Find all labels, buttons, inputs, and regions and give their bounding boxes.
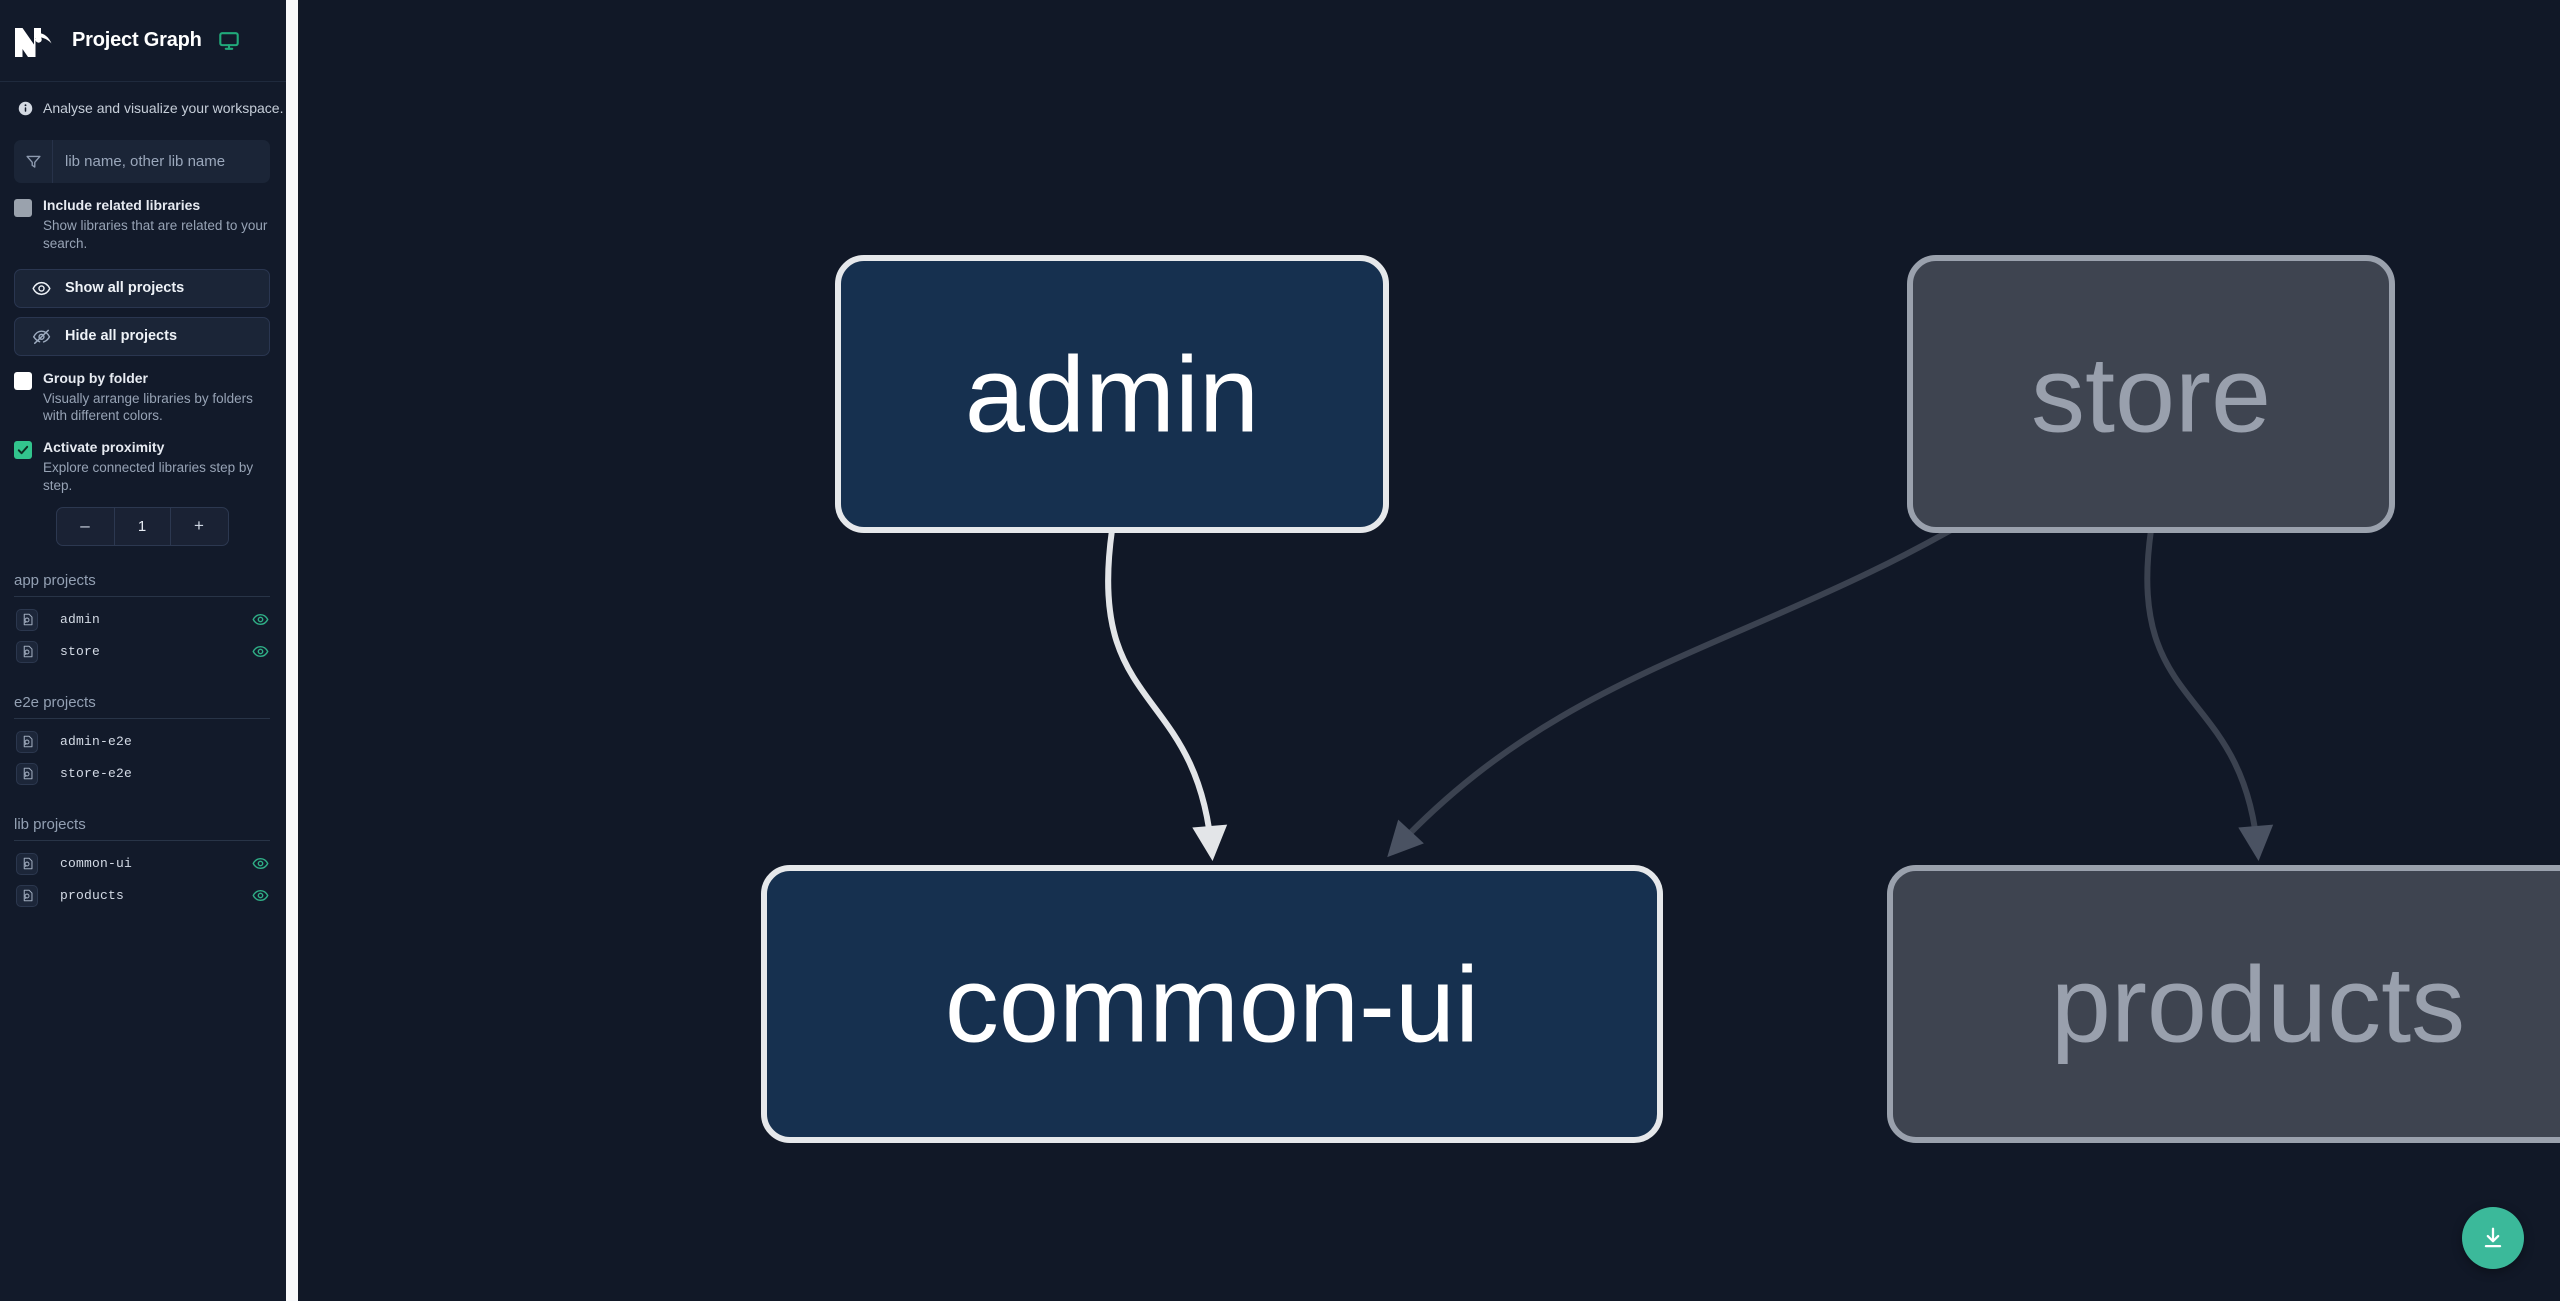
node-rect [1887,865,2560,1143]
hide-all-projects-label: Hide all projects [65,328,178,345]
project-group-app: app projects admin [0,572,286,668]
search-box[interactable] [14,140,270,183]
filter-funnel-icon [14,140,53,183]
project-row-admin-e2e[interactable]: admin-e2e [14,726,270,758]
option-activate-proximity[interactable]: Activate proximity Explore connected lib… [0,425,286,495]
project-file-icon [16,640,38,663]
project-name: products [60,888,125,904]
tagline: Analyse and visualize your workspace. [0,82,286,130]
graph-edges [1105,494,2274,861]
project-file-icon [16,762,38,785]
group-by-folder-checkbox[interactable] [14,371,32,390]
option-include-related-libraries[interactable]: Include related libraries Show libraries… [0,183,286,253]
project-row-common-ui[interactable]: common-ui [14,848,270,880]
project-name: store-e2e [60,766,133,782]
graph-node-common-ui[interactable]: common-ui [761,865,1663,1143]
project-row-store-e2e[interactable]: store-e2e [14,758,270,790]
option-title: Include related libraries [43,197,201,213]
proximity-value: 1 [113,507,171,545]
project-visibility-eye-icon[interactable] [250,887,270,904]
download-graph-button[interactable] [2462,1207,2524,1269]
node-label: products [2051,944,2465,1065]
activate-proximity-checkbox[interactable] [14,441,32,460]
project-row-admin[interactable]: admin [14,604,270,636]
graph-nodes: admin store common-ui products [761,255,2560,1143]
option-description: Visually arrange libraries by folders wi… [43,390,253,424]
project-group-lib: lib projects common-ui [0,816,286,912]
node-rect [1907,255,2395,533]
project-name: store [60,644,101,660]
project-name: common-ui [60,856,133,872]
include-related-libraries-checkbox[interactable] [14,199,32,217]
sidebar: Project Graph Analyse and visualize your… [0,0,286,1301]
option-description: Explore connected libraries step by step… [43,460,254,494]
monitor-icon[interactable] [218,30,240,52]
project-file-icon [16,852,38,875]
search-input[interactable] [53,140,270,183]
eye-off-icon [32,327,51,346]
project-visibility-eye-icon[interactable] [250,611,270,628]
graph-node-products[interactable]: products [1887,865,2560,1143]
project-group-e2e: e2e projects admin-e2e [0,694,286,790]
proximity-stepper-wrap: – 1 + [0,495,286,546]
node-label: common-ui [945,944,1479,1065]
show-all-projects-label: Show all projects [65,280,185,297]
graph-edge-store-to-products [2144,527,2274,861]
graph-node-admin[interactable]: admin [835,255,1389,533]
proximity-decrement-button[interactable]: – [57,508,114,545]
project-group-title: lib projects [14,816,270,841]
option-group-by-folder[interactable]: Group by folder Visually arrange librari… [0,356,286,426]
project-row-store[interactable]: store [14,636,270,668]
show-all-projects-button[interactable]: Show all projects [14,268,270,308]
project-file-icon [16,730,38,753]
graph-canvas[interactable]: admin store common-ui products [298,0,2560,1301]
proximity-stepper: – 1 + [55,506,229,546]
option-title: Group by folder [43,369,148,386]
node-rect [835,255,1389,533]
project-group-title: e2e projects [14,694,270,719]
option-title: Activate proximity [43,439,165,456]
visibility-buttons: Show all projects Hide all projects [0,253,286,356]
info-icon [18,101,33,116]
graph-node-store[interactable]: store [1907,255,2395,533]
project-graph-svg[interactable]: admin store common-ui products [298,0,2560,1301]
page-title: Project Graph [72,29,202,51]
sidebar-resize-handle[interactable] [286,0,298,1301]
graph-edge-store-to-common-ui [1387,494,2010,858]
eye-icon [32,279,51,298]
graph-edge-admin-to-common-ui [1105,527,1228,861]
option-description: Show libraries that are related to your … [43,218,268,251]
project-name: admin [60,612,101,628]
sidebar-header: Project Graph [0,0,286,82]
hide-all-projects-button[interactable]: Hide all projects [14,316,270,356]
node-label: store [2031,334,2271,455]
download-icon [2480,1225,2506,1251]
proximity-increment-button[interactable]: + [171,508,228,545]
node-rect [761,865,1663,1143]
project-row-products[interactable]: products [14,880,270,912]
project-file-icon [16,608,38,631]
project-group-title: app projects [14,572,270,597]
project-visibility-eye-icon[interactable] [250,643,270,660]
project-name: admin-e2e [60,734,133,750]
project-groups: app projects admin [0,546,286,1301]
project-file-icon [16,884,38,907]
node-label: admin [965,334,1259,455]
tagline-text: Analyse and visualize your workspace. [43,100,284,116]
project-visibility-eye-icon[interactable] [250,855,270,872]
nx-logo-icon [14,24,54,58]
